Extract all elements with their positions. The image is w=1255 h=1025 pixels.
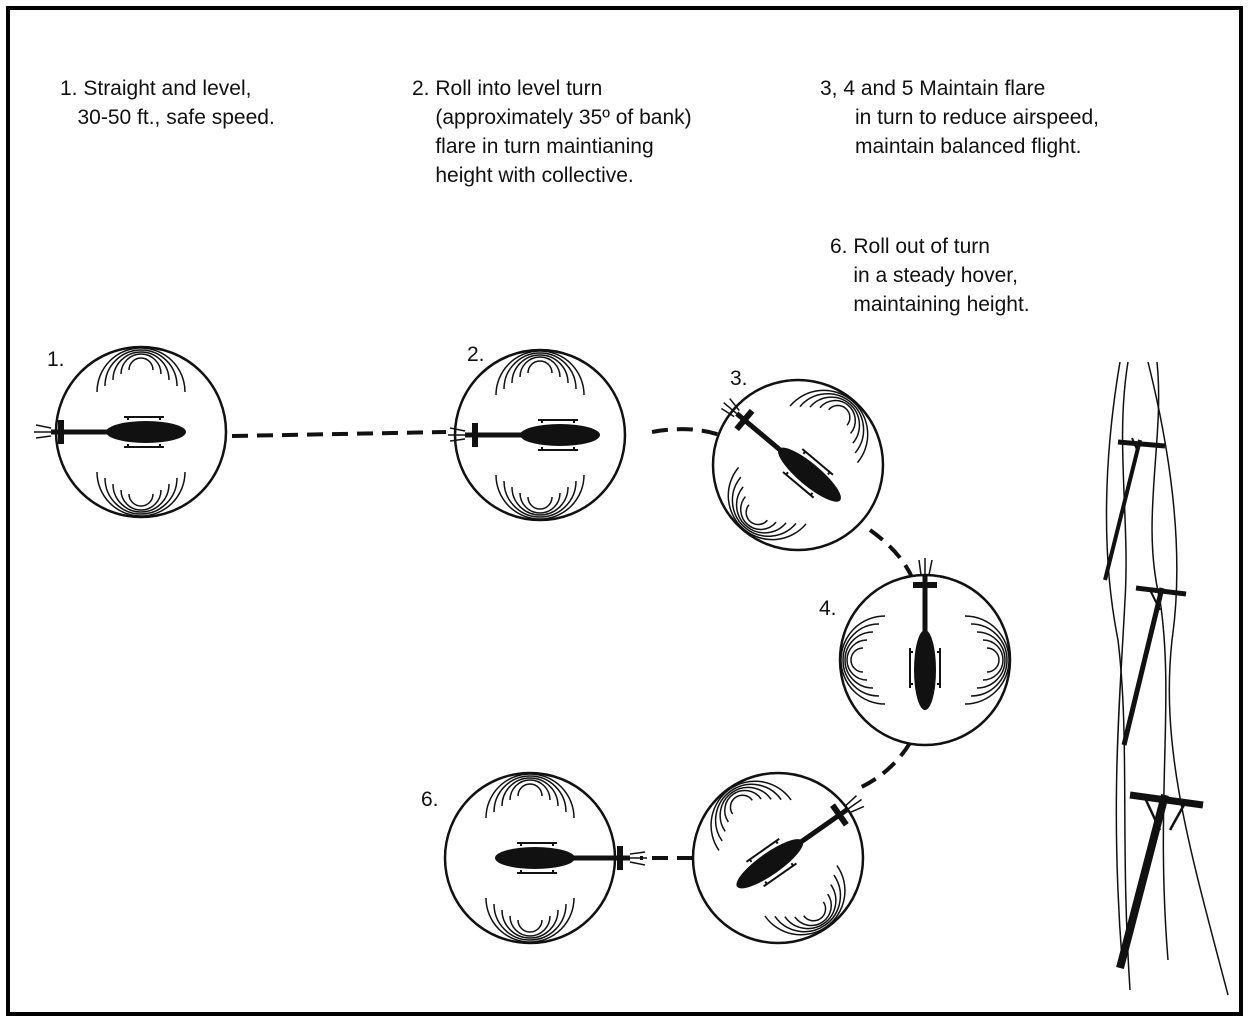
helicopter-position-4 (840, 558, 1010, 745)
position-label-6: 6. (421, 788, 439, 811)
helicopter-position-2 (448, 350, 625, 520)
position-label-4: 4. (819, 597, 837, 620)
power-lines (1106, 362, 1228, 995)
helicopter-position-5 (693, 764, 870, 952)
helicopter-position-1 (34, 347, 226, 517)
position-label-2: 2. (467, 343, 485, 366)
helicopter-position-6 (445, 773, 647, 943)
helicopter-position-3 (710, 372, 885, 557)
position-label-3: 3. (730, 367, 748, 390)
position-label-1: 1. (47, 348, 65, 371)
